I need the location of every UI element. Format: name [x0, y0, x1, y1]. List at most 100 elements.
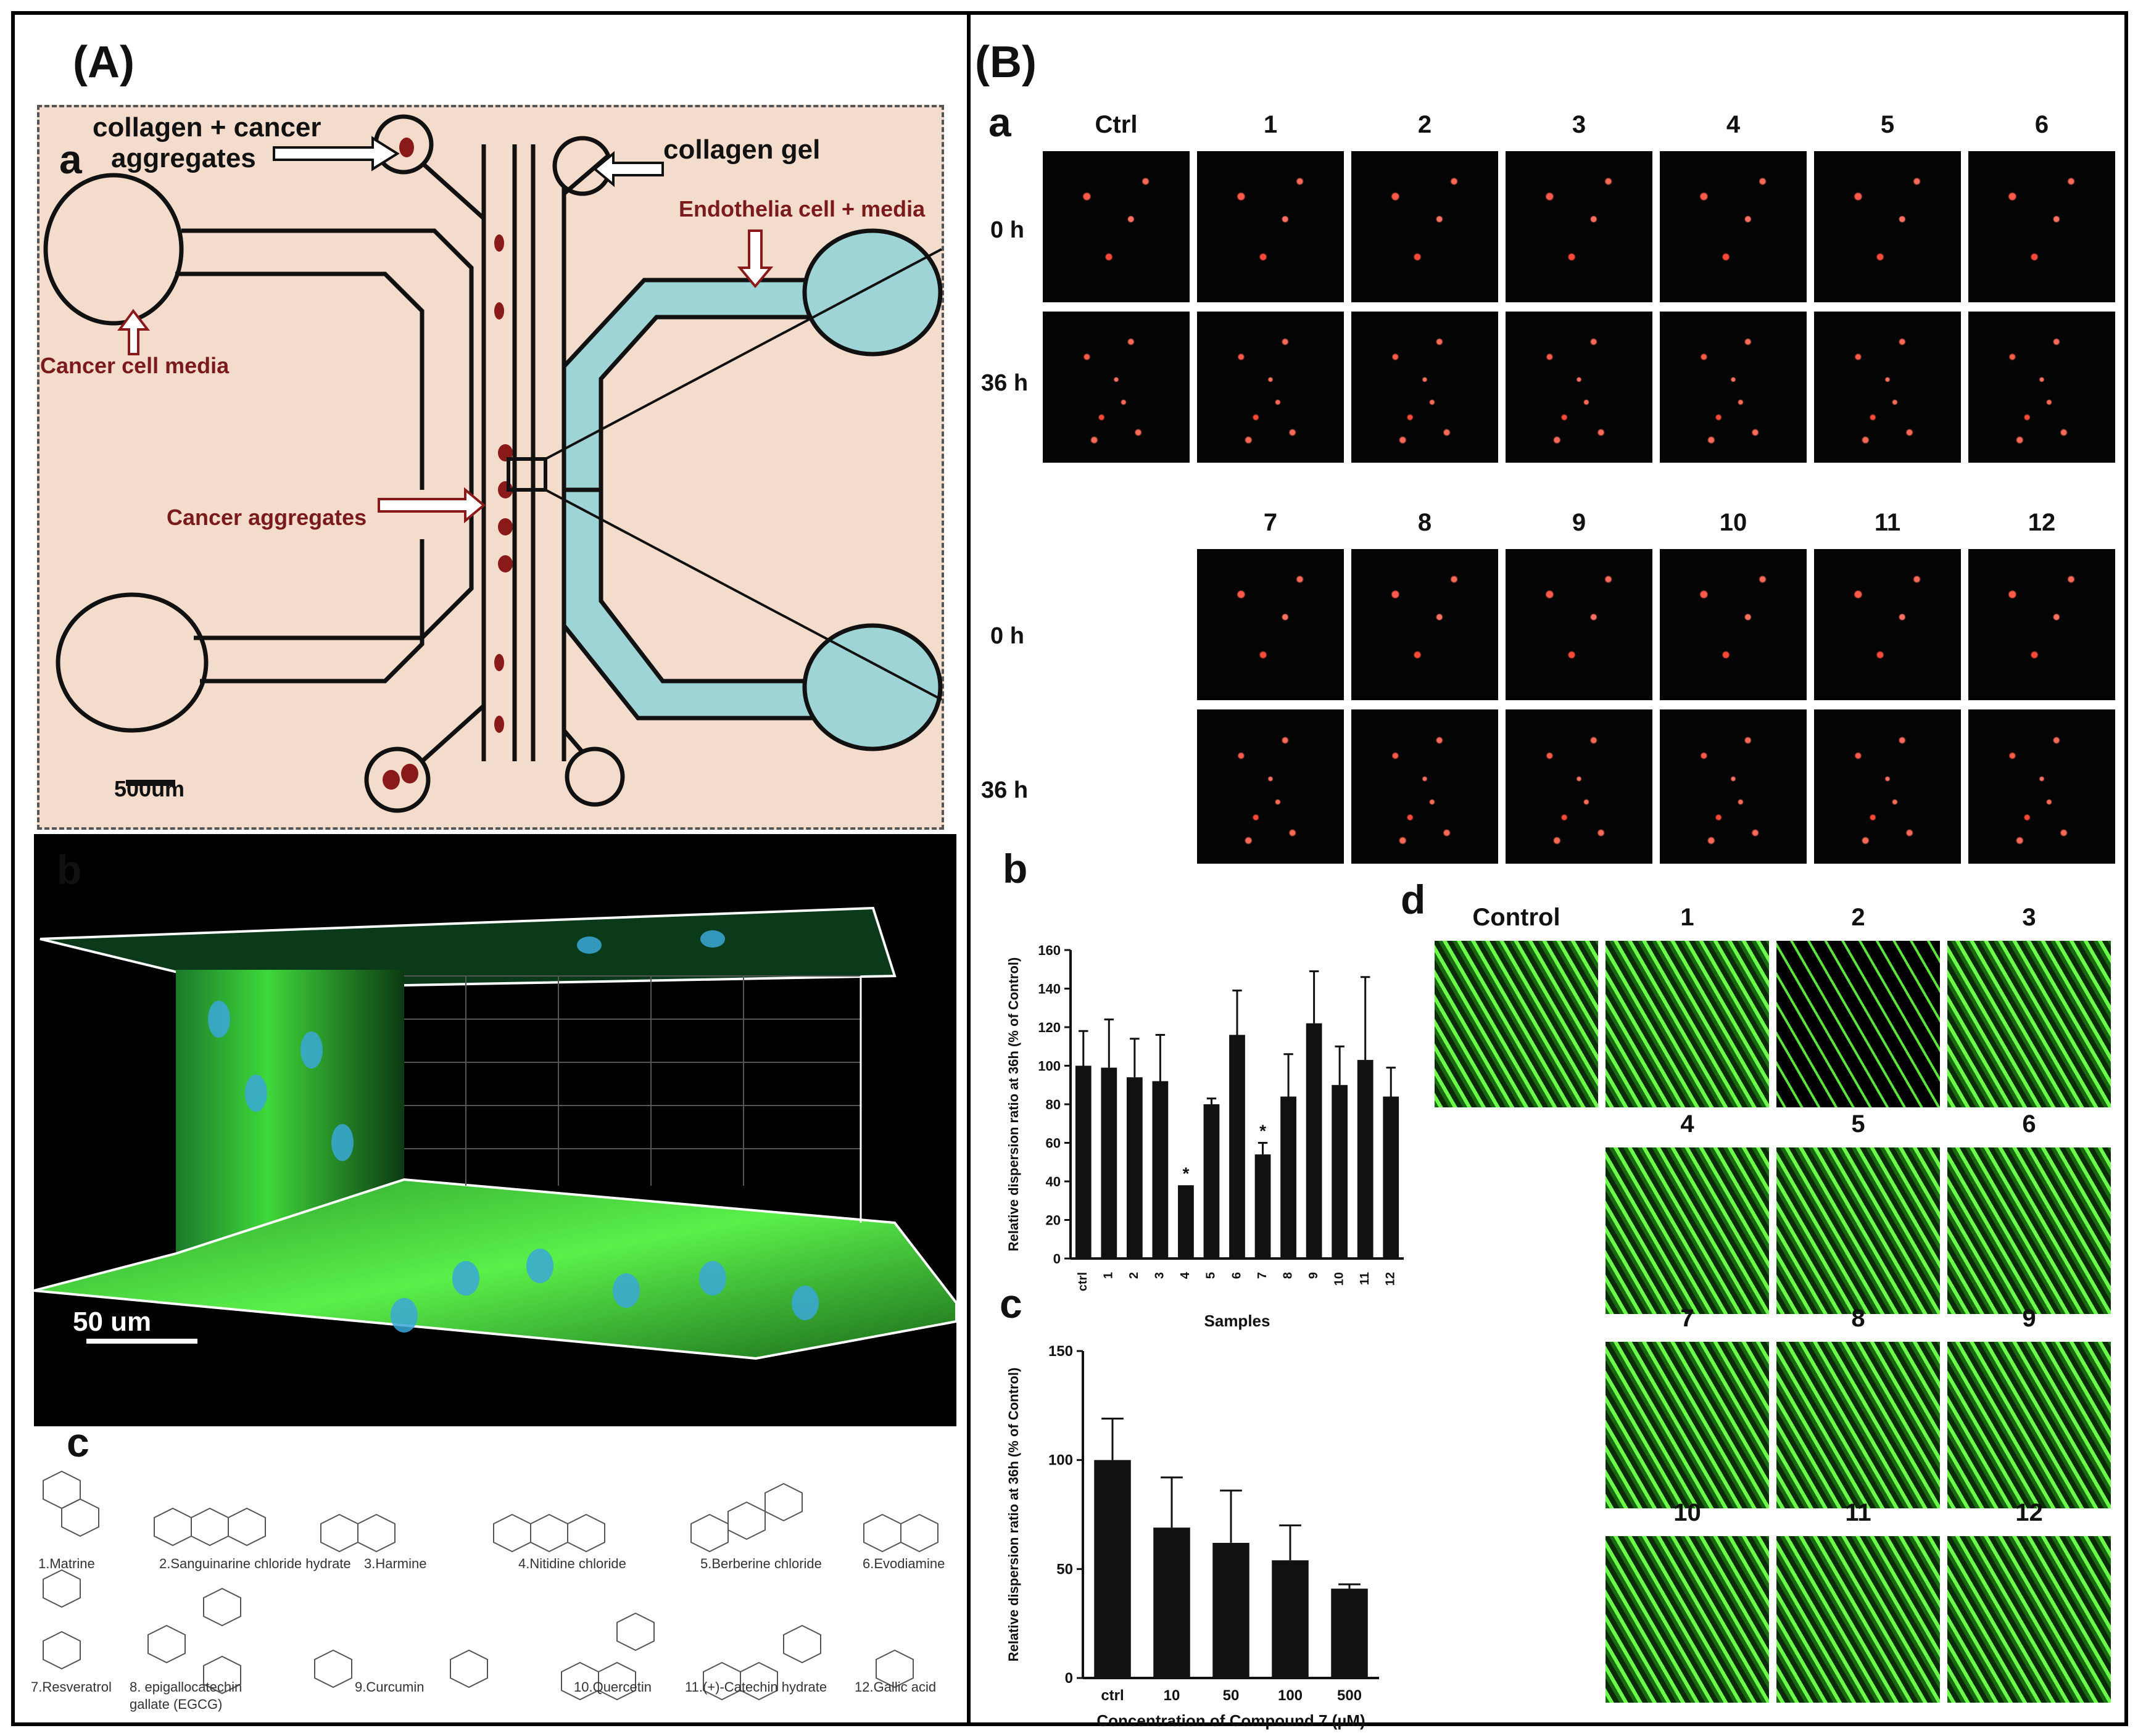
endothelial-reservoir-top: [802, 228, 943, 357]
green-micrograph-4: [1606, 1147, 1769, 1314]
col-header-ctrl: Ctrl: [1095, 111, 1138, 138]
micrograph-36h-ctrl: [1043, 312, 1190, 463]
micrograph-0h-2: [1351, 151, 1498, 302]
bottom-left-connector: [420, 704, 486, 763]
d-col-header-6: 6: [2022, 1110, 2036, 1138]
col-header-2: 2: [1417, 111, 1432, 138]
d-col-header-5: 5: [1851, 1110, 1865, 1138]
x-tick-label-50: 50: [1223, 1687, 1240, 1704]
x-tick-label-4: 4: [1179, 1271, 1192, 1279]
endothelial-channel-top: [561, 278, 819, 492]
micrograph-0h-9: [1506, 549, 1652, 700]
time-label-0h-row2: 0 h: [990, 623, 1024, 649]
zoom-line-top: [545, 248, 942, 460]
x-tick-label-8: 8: [1281, 1272, 1295, 1279]
x-axis-title: Concentration of Compound 7 (µM): [1096, 1711, 1365, 1730]
x-tick-label-3: 3: [1153, 1272, 1167, 1279]
label-cancer-cell-media: Cancer cell media: [40, 353, 230, 378]
compound-label-12: 12.Gallic acid: [855, 1679, 937, 1695]
left-top-channel: [181, 228, 474, 490]
d-col-header-2: 2: [1851, 904, 1865, 931]
micrograph-36h-3: [1506, 312, 1652, 463]
bar-ctrl: [1075, 1065, 1092, 1259]
col-header-12: 12: [2028, 509, 2056, 536]
bar-2: [1126, 1077, 1143, 1259]
d-col-header-10: 10: [1673, 1499, 1701, 1526]
left-top-channel-inner: [175, 271, 425, 490]
arrow-cancer-aggregates: [378, 487, 486, 524]
col-header-11: 11: [1874, 509, 1901, 536]
green-micrograph-2: [1776, 941, 1940, 1107]
micrograph-0h-ctrl: [1043, 151, 1190, 302]
micrograph-0h-6: [1968, 151, 2115, 302]
significance-star-7: *: [1259, 1122, 1266, 1141]
scale-bar-50: [86, 1339, 197, 1344]
bar-100: [1272, 1560, 1309, 1678]
x-tick-label-5: 5: [1204, 1272, 1218, 1279]
bar-7: [1254, 1154, 1271, 1259]
confocal-render: [33, 906, 958, 1360]
time-label-36h-row2: 36 h: [981, 777, 1029, 803]
green-micrograph-8: [1776, 1342, 1940, 1508]
d-col-header-9: 9: [2022, 1305, 2036, 1332]
green-micrograph-5: [1776, 1147, 1940, 1314]
y-axis-title: Relative dispersion ratio at 36h (% of C…: [1006, 957, 1021, 1252]
micrograph-36h-5: [1814, 312, 1961, 463]
left-bottom-channel-inner: [200, 539, 425, 684]
green-micrograph-6: [1947, 1147, 2111, 1314]
panel-a-sub-a: a: [59, 136, 82, 182]
compound-label-5: 5.Berberine chloride: [700, 1556, 822, 1571]
micrograph-0h-5: [1814, 151, 1961, 302]
micrograph-0h-1: [1197, 151, 1344, 302]
label-scale-50: 50 um: [73, 1307, 152, 1337]
compound-label-4: 4.Nitidine chloride: [518, 1556, 626, 1571]
bottom-right-reservoir: [565, 746, 625, 807]
endothelial-channel-bottom: [561, 487, 819, 721]
top-right-connector: [562, 155, 609, 196]
zoom-box: [507, 457, 547, 492]
d-col-header-control: Control: [1472, 904, 1560, 931]
compound-label-11: 11.(+)-Catechin hydrate: [685, 1679, 827, 1695]
label-scale-500: 500um: [114, 776, 185, 801]
micrograph-0h-3: [1506, 151, 1652, 302]
x-tick-label-ctrl: ctrl: [1101, 1687, 1124, 1704]
green-micrograph-11: [1776, 1536, 1940, 1703]
time-label-0h-row1: 0 h: [990, 217, 1024, 243]
panel-b-sub-b: b: [1003, 846, 1028, 891]
x-tick-label-9: 9: [1307, 1272, 1320, 1279]
micrograph-36h-11: [1814, 709, 1961, 864]
arrow-cancer-media: [117, 308, 151, 355]
label-collagen-cancer-2: aggregates: [111, 143, 256, 173]
micrograph-0h-4: [1660, 151, 1807, 302]
left-bottom-channel: [194, 490, 474, 640]
micrograph-36h-1: [1197, 312, 1344, 463]
green-micrograph-control: [1435, 941, 1598, 1107]
x-tick-label-500: 500: [1337, 1687, 1362, 1704]
micrograph-36h-12: [1968, 709, 2115, 864]
label-cancer-aggregates: Cancer aggregates: [167, 505, 367, 530]
x-tick-label-10: 10: [1164, 1687, 1180, 1704]
scale-bar-500: [126, 780, 175, 786]
x-tick-label-1: 1: [1102, 1272, 1116, 1279]
bottom-right-connector: [562, 729, 584, 754]
compound-label-8b: gallate (EGCG): [130, 1697, 223, 1712]
bar-500: [1331, 1589, 1368, 1678]
panel-b-label: (B): [975, 38, 1037, 87]
panel-b-sub-d: d: [1401, 877, 1426, 922]
micrograph-0h-8: [1351, 549, 1498, 700]
micrograph-36h-9: [1506, 709, 1652, 864]
col-header-1: 1: [1263, 111, 1278, 138]
bar-10: [1332, 1085, 1348, 1259]
compound-label-7: 7.Resveratrol: [31, 1679, 112, 1695]
arrow-collagen-gel: [592, 151, 664, 188]
bar-5: [1203, 1104, 1220, 1259]
y-tick-label: 50: [1056, 1561, 1073, 1577]
y-tick-label: 80: [1046, 1097, 1061, 1112]
col-header-9: 9: [1572, 509, 1586, 536]
x-axis-title: Samples: [1204, 1312, 1270, 1330]
bar-11: [1357, 1060, 1374, 1259]
compound-label-6: 6.Evodiamine: [863, 1556, 945, 1571]
y-tick-label: 100: [1048, 1452, 1073, 1469]
y-axis-title: Relative dispersion ratio at 36h (% of C…: [1006, 1368, 1021, 1662]
panel-b-sub-a: a: [988, 99, 1011, 145]
